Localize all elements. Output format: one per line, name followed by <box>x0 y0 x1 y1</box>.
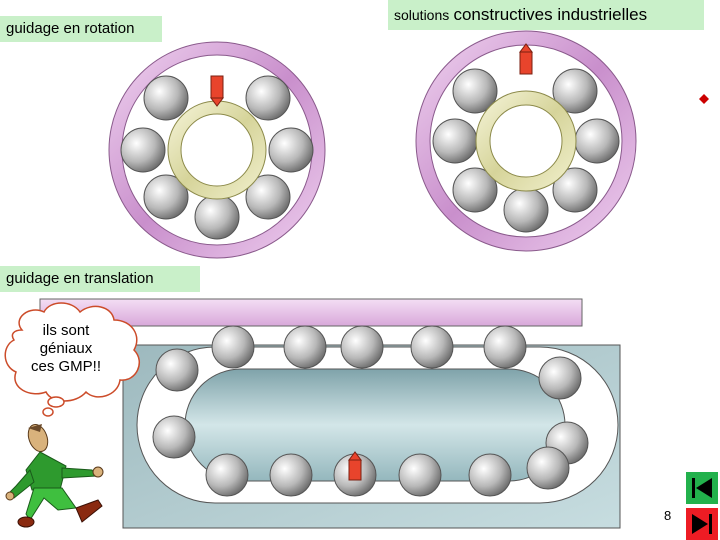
bullet-diamond-icon <box>699 94 709 104</box>
ball <box>120 127 166 173</box>
load-arrow-up <box>519 43 533 75</box>
ball <box>452 167 498 213</box>
ball <box>452 68 498 114</box>
nav-first-button[interactable] <box>686 472 718 504</box>
bubble-line: ils sont <box>42 322 90 339</box>
ball <box>194 194 240 240</box>
bearing-left <box>108 41 326 259</box>
ball <box>205 453 249 497</box>
thought-bubble-text: ils sont géniaux ces GMP!! <box>28 322 104 376</box>
first-slide-icon <box>692 478 712 498</box>
ball <box>143 75 189 121</box>
ball <box>268 127 314 173</box>
ball <box>574 118 620 164</box>
ball <box>526 446 570 490</box>
linear-guide-balls <box>152 325 589 497</box>
thought-bubble <box>4 302 140 417</box>
title-solutions-main: constructives industrielles <box>453 5 648 24</box>
ball <box>211 325 255 369</box>
ball <box>468 453 512 497</box>
ball <box>410 325 454 369</box>
ball <box>152 415 196 459</box>
title-guidage-rotation: guidage en rotation <box>0 16 162 42</box>
walking-man-illustration <box>5 423 104 528</box>
ball <box>552 167 598 213</box>
ball <box>552 68 598 114</box>
ball <box>283 325 327 369</box>
title-solutions-constructives: solutions constructives industrielles <box>388 0 704 30</box>
nav-last-button[interactable] <box>686 508 718 540</box>
bearing-left-balls <box>120 75 314 240</box>
ball <box>538 356 582 400</box>
ball <box>155 348 199 392</box>
ball <box>340 325 384 369</box>
ball <box>432 118 478 164</box>
bearing-right <box>415 30 637 252</box>
title-solutions-prefix: solutions <box>394 7 450 23</box>
ball <box>245 75 291 121</box>
linear-guide <box>39 298 621 529</box>
ball <box>269 453 313 497</box>
title-guidage-translation: guidage en translation <box>0 266 200 292</box>
bubble-line: ces GMP!! <box>30 358 101 375</box>
ball <box>398 453 442 497</box>
last-slide-icon <box>692 514 712 534</box>
ball <box>245 174 291 220</box>
ball <box>503 187 549 233</box>
page-number: 8 <box>664 508 672 523</box>
load-arrow-down <box>210 75 224 107</box>
sliding-rail <box>39 298 583 327</box>
load-arrow-up-linear <box>348 451 362 481</box>
ball <box>483 325 527 369</box>
ball <box>143 174 189 220</box>
bearing-right-balls <box>432 68 620 233</box>
bubble-line: géniaux <box>39 340 93 357</box>
